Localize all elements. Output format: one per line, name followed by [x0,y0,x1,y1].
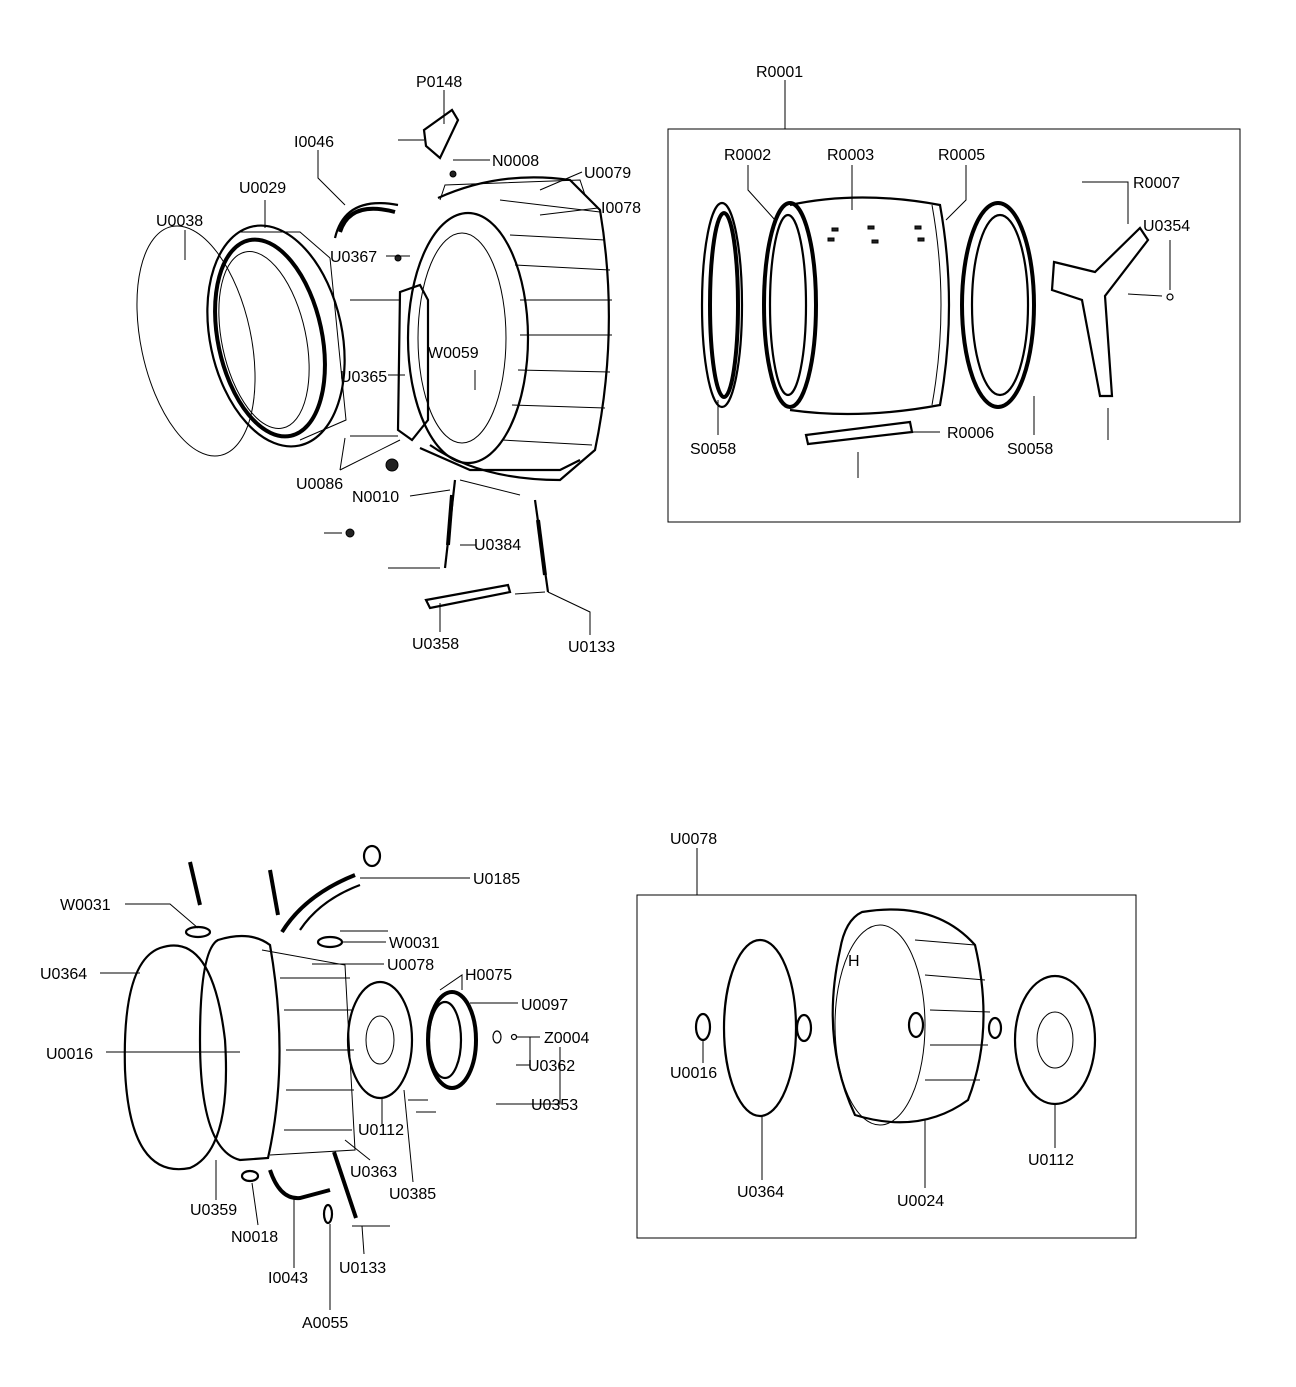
label-u0016-left: U0016 [46,1046,93,1063]
label-u0358: U0358 [412,636,459,653]
label-u0112-left: U0112 [358,1122,404,1139]
label-r0003: R0003 [827,147,874,164]
label-u0038: U0038 [156,213,203,230]
label-r0005: R0005 [938,147,985,164]
label-w0031-right: W0031 [389,935,440,952]
label-u0133-bottom: U0133 [339,1260,386,1277]
label-s0058-right: S0058 [1007,441,1053,458]
label-s0058-left: S0058 [690,441,736,458]
leaders-bottom-left [100,877,561,1310]
label-u0086: U0086 [296,476,343,493]
label-i0043: I0043 [268,1270,308,1287]
p0148-bracket-drawing [422,108,460,160]
label-u0353: U0353 [531,1097,578,1114]
label-n0008: N0008 [492,153,539,170]
label-z0004: Z0004 [544,1030,589,1047]
label-u0024: U0024 [897,1193,944,1210]
label-u0384: U0384 [474,537,521,554]
tub-logo: H [848,953,860,970]
leaders-top-left [184,90,599,635]
label-i0046: I0046 [294,134,334,151]
label-u0385: U0385 [389,1186,436,1203]
label-r0006: R0006 [947,425,994,442]
leaders-bottom-right [702,1040,1056,1188]
tub-assembly-box: H [636,848,1137,1239]
label-a0055: A0055 [302,1315,348,1332]
label-w0031-left: W0031 [60,897,111,914]
u0079-tub-front-rim [406,211,530,465]
label-r0002: R0002 [724,147,771,164]
label-n0018: N0018 [231,1229,278,1246]
label-u0367: U0367 [330,249,377,266]
u0364-gasket-drawing [123,944,228,1171]
label-u0078-left: U0078 [387,957,434,974]
part-labels: P0148 I0046 N0008 U0079 I0078 U0029 U003… [40,64,1190,1332]
u0358-bar-drawing [424,583,512,610]
label-u0112-right: U0112 [1028,1152,1074,1169]
label-u0078-right: U0078 [670,831,717,848]
label-u0133-top: U0133 [568,639,615,656]
u0029-ring-outer [206,224,346,448]
label-u0362: U0362 [528,1058,575,1075]
label-r0001: R0001 [756,64,803,81]
drum-assembly-box [667,80,1241,523]
front-tub-assembly [136,108,612,610]
label-i0078: I0078 [601,200,641,217]
label-n0010: N0010 [352,489,399,506]
leaders-top-right [717,165,1171,435]
label-r0007: R0007 [1133,175,1180,192]
rear-tub-assembly [123,844,518,1227]
label-u0016-right: U0016 [670,1065,717,1082]
label-u0185: U0185 [473,871,520,888]
label-p0148: P0148 [416,74,462,91]
label-u0363: U0363 [350,1164,397,1181]
label-w0059: W0059 [428,345,479,362]
label-u0029: U0029 [239,180,286,197]
label-u0097: U0097 [521,997,568,1014]
label-u0079: U0079 [584,165,631,182]
label-u0364-right: U0364 [737,1184,784,1201]
label-u0359: U0359 [190,1202,237,1219]
label-h0075: H0075 [465,967,512,984]
label-u0364-left: U0364 [40,966,87,983]
label-u0354: U0354 [1143,218,1190,235]
label-u0365: U0365 [340,369,387,386]
i0046-hose-drawing [338,206,396,233]
u0038-gasket-drawing [136,225,256,457]
